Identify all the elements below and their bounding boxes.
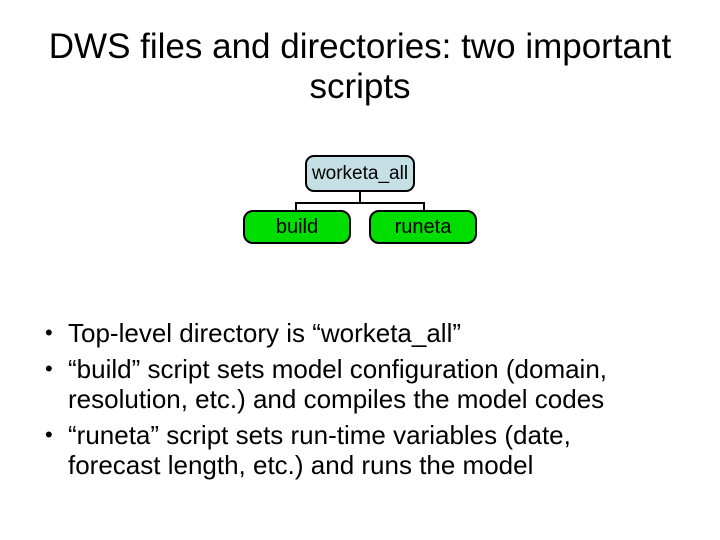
bullet-list: • Top-level directory is “worketa_all” •…	[45, 318, 685, 486]
bullet-line: “runeta” script sets run-time variables …	[68, 420, 571, 450]
node-runeta: runeta	[369, 210, 477, 244]
bullet-line: resolution, etc.) and compiles the model…	[68, 384, 605, 414]
bullet-item-runeta: • “runeta” script sets run-time variable…	[45, 420, 685, 480]
node-worketa-all: worketa_all	[305, 155, 415, 192]
node-build: build	[243, 210, 351, 244]
bullet-item-top-level: • Top-level directory is “worketa_all”	[45, 318, 685, 348]
bullet-marker: •	[45, 422, 53, 447]
bullet-line: “build” script sets model configuration …	[68, 354, 608, 384]
slide-title: DWS files and directories: two important…	[0, 27, 720, 107]
bullet-line: Top-level directory is “worketa_all”	[68, 318, 462, 348]
bullet-marker: •	[45, 356, 53, 381]
bullet-text: “build” script sets model configuration …	[68, 354, 685, 414]
bullet-line: forecast length, etc.) and runs the mode…	[68, 450, 534, 480]
bullet-text: “runeta” script sets run-time variables …	[68, 420, 685, 480]
slide-title-line-2: scripts	[309, 67, 411, 106]
bullet-item-build: • “build” script sets model configuratio…	[45, 354, 685, 414]
bullet-text: Top-level directory is “worketa_all”	[68, 318, 685, 348]
slide-title-line-1: DWS files and directories: two important	[48, 27, 672, 66]
bullet-marker: •	[45, 320, 53, 345]
